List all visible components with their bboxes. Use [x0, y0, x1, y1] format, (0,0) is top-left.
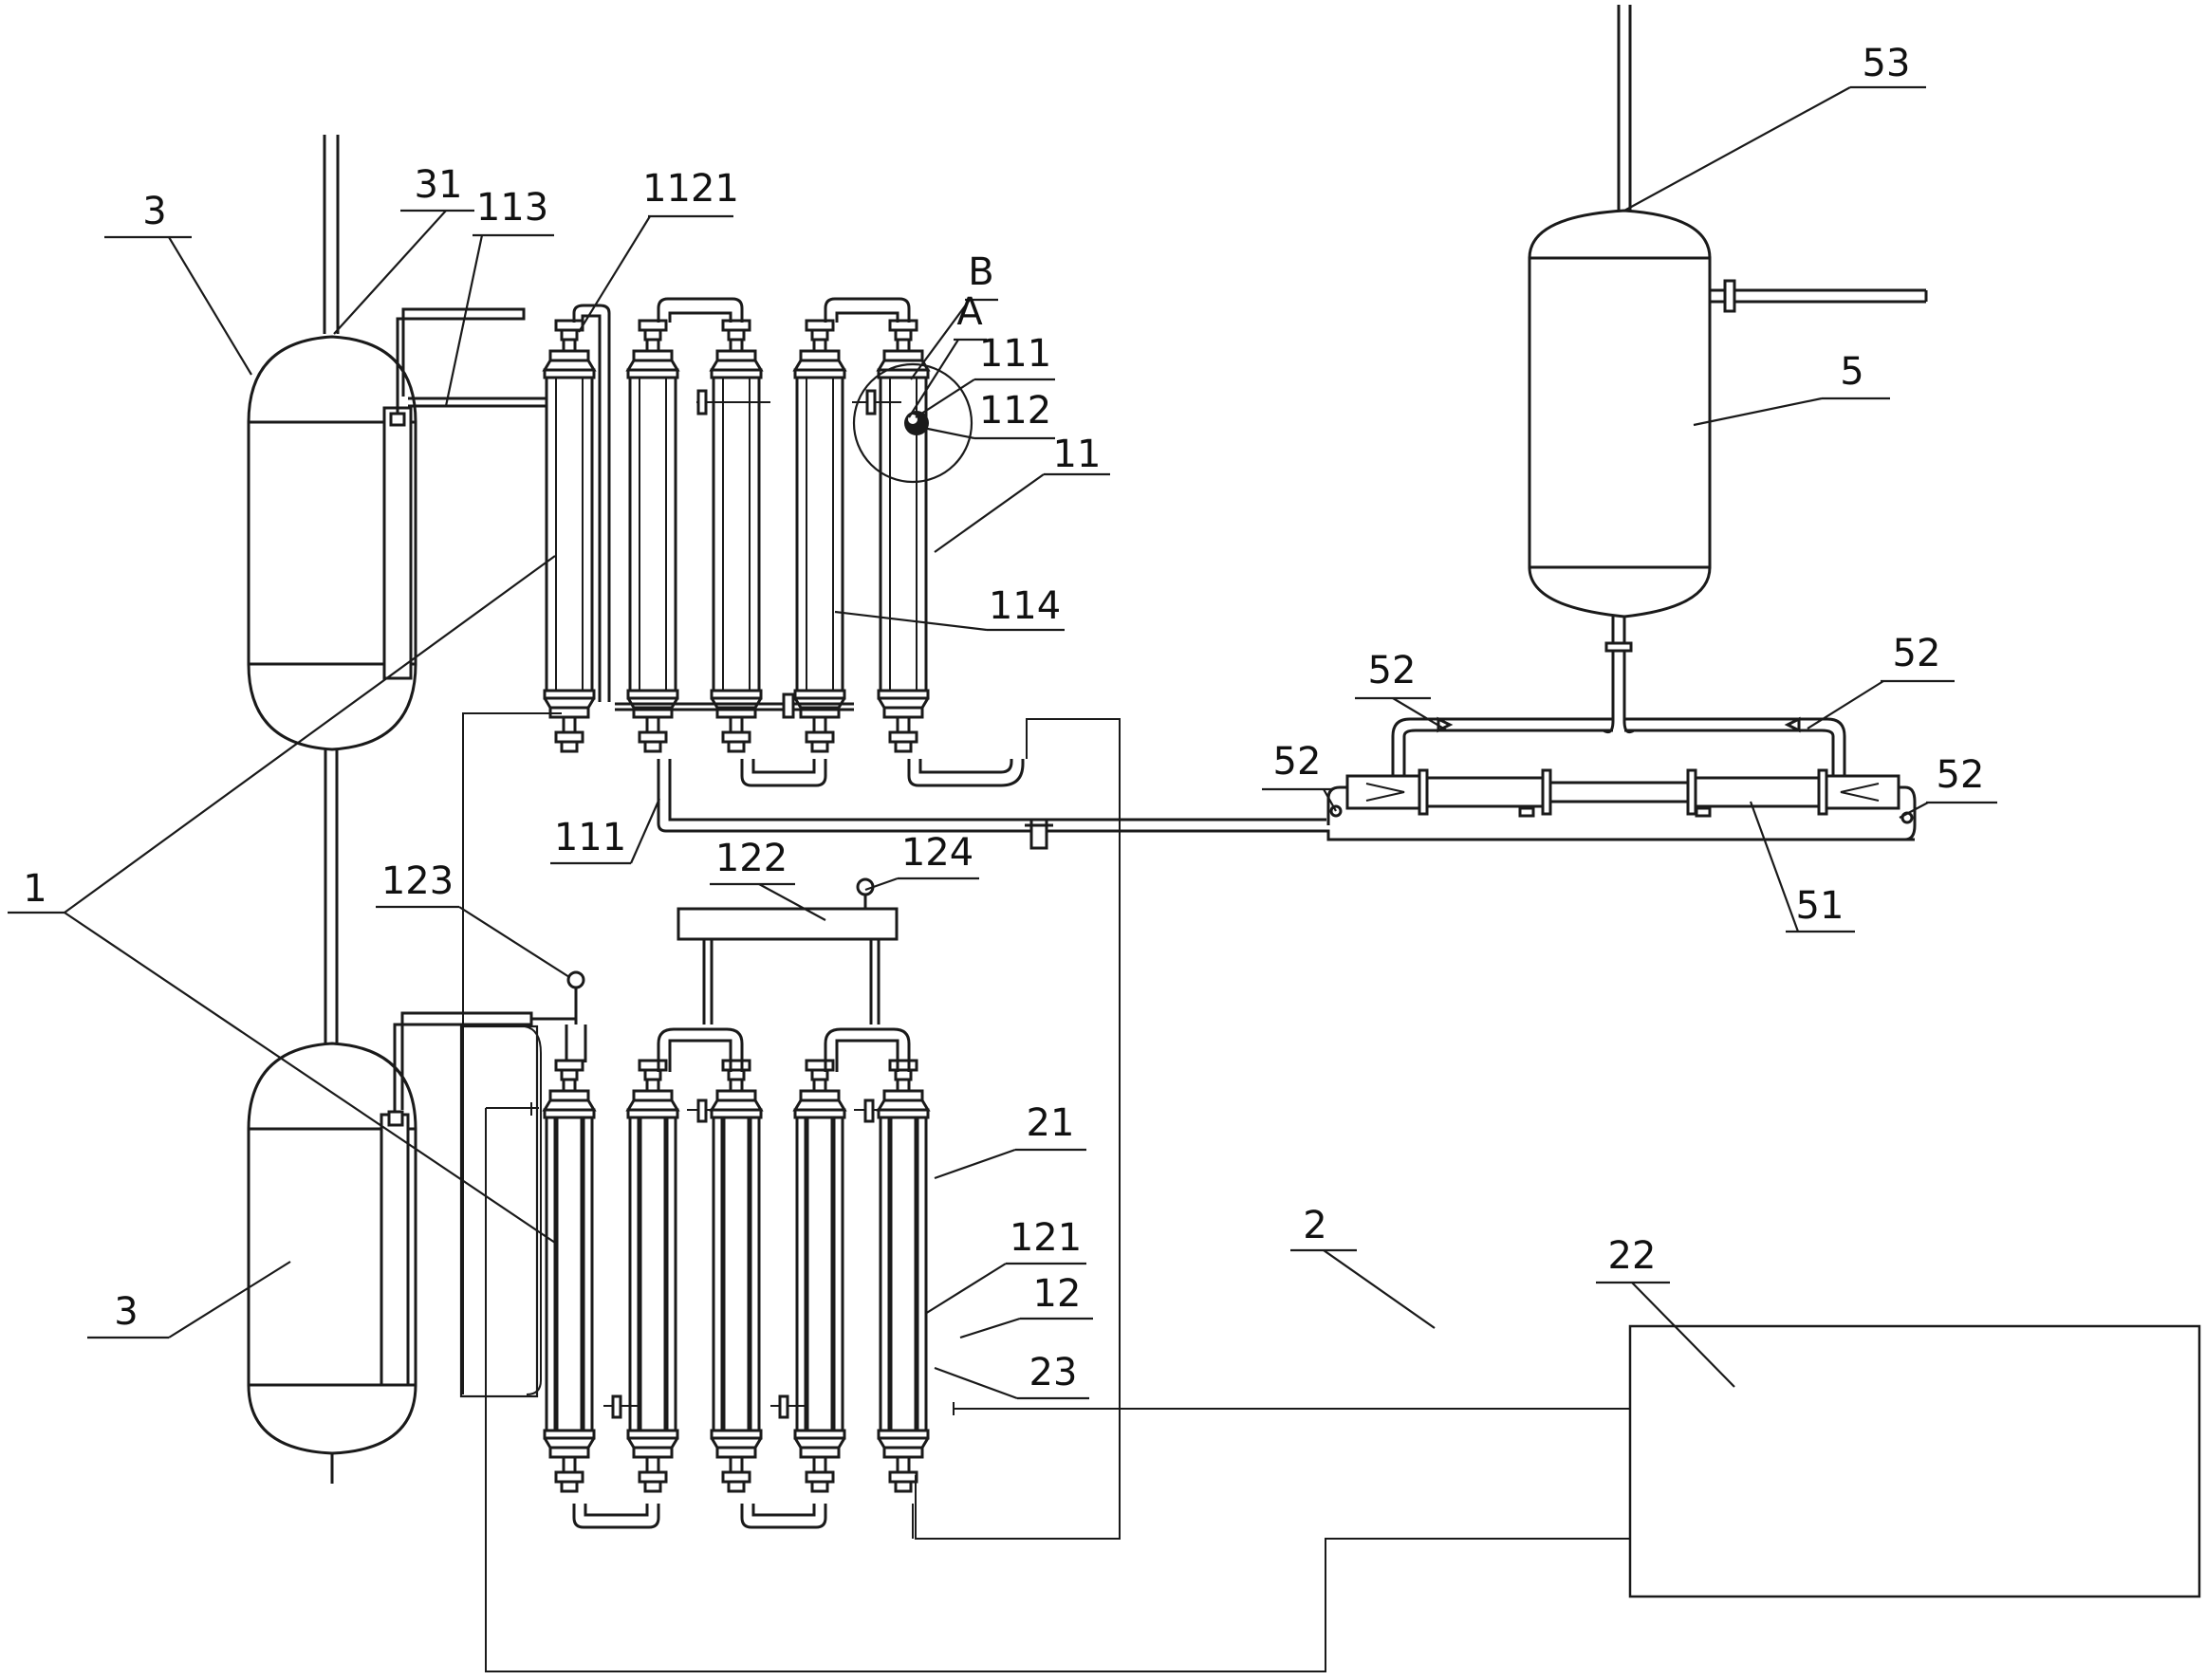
detail-circle-B	[852, 362, 973, 484]
label-valve-1121: 1121	[578, 167, 739, 333]
tank-5-body	[1528, 5, 1928, 721]
label-detail-B: B	[910, 250, 998, 380]
label-tank-3-top: 3	[104, 190, 252, 376]
lower-column-3	[709, 1059, 764, 1493]
label-pipe-53: 53	[1623, 42, 1926, 212]
label-sleeve-114-text: 114	[989, 584, 1061, 628]
label-gauge-123-text: 123	[381, 859, 454, 903]
label-valve-52-a-text: 52	[1368, 649, 1417, 692]
label-tank-3-top-text: 3	[142, 190, 166, 233]
gauge-123-dial	[566, 970, 585, 989]
label-controller-22-text: 22	[1608, 1234, 1657, 1278]
label-valve-1121-text: 1121	[642, 167, 739, 211]
label-gauge-124: 124	[864, 831, 979, 892]
label-header-122-text: 122	[715, 837, 788, 880]
label-column-12-text: 12	[1033, 1272, 1082, 1316]
label-pipe-113: 113	[444, 186, 554, 407]
lower-column-1	[542, 1059, 597, 1493]
controller-22-box	[1628, 1324, 2201, 1598]
label-column-12: 12	[959, 1272, 1093, 1339]
upper-column-2	[625, 319, 680, 753]
label-controller-22: 22	[1596, 1234, 1735, 1388]
label-system-1-text: 1	[23, 867, 46, 911]
label-valve-52-a: 52	[1355, 649, 1448, 731]
detail-A-part	[904, 411, 929, 435]
label-header-122: 122	[710, 837, 826, 921]
label-sleeve-114: 114	[834, 584, 1065, 632]
upper-column-3	[709, 319, 764, 753]
system-2-frame	[459, 712, 1630, 1672]
label-valve-52-b: 52	[1807, 632, 1955, 729]
label-tube-111-top-text: 111	[979, 332, 1051, 376]
lower-interconnects	[572, 1027, 914, 1539]
label-pipe-53-text: 53	[1863, 42, 1911, 85]
tank-lower-riser-pipe	[393, 970, 587, 1112]
upper-column-1	[542, 319, 597, 753]
label-tube-121-text: 121	[1010, 1216, 1082, 1260]
upper-column-5	[876, 319, 931, 753]
label-part-112-text: 112	[979, 389, 1051, 433]
label-system-1: 1	[8, 555, 556, 1244]
tank-3-upper	[247, 135, 417, 751]
label-pipe-113-text: 113	[476, 186, 548, 230]
label-valve-52-c: 52	[1262, 740, 1337, 812]
label-detail-A-text: A	[956, 290, 983, 334]
label-heater-23-text: 23	[1029, 1351, 1078, 1394]
label-jacket-21: 21	[934, 1101, 1086, 1180]
label-tank-3-bottom-text: 3	[114, 1290, 138, 1334]
label-valve-111-bottom-text: 111	[554, 816, 626, 859]
feed-line-to-column-51	[657, 759, 1917, 850]
label-jacket-21-text: 21	[1027, 1101, 1075, 1145]
label-column-11: 11	[934, 433, 1110, 553]
label-valve-111-bottom: 111	[550, 798, 661, 865]
label-valve-52-d: 52	[1899, 753, 1997, 819]
label-valve-52-d-text: 52	[1937, 753, 1985, 797]
label-system-2-text: 2	[1303, 1204, 1326, 1247]
label-gauge-124-text: 124	[901, 831, 973, 875]
label-gauge-123: 123	[376, 859, 570, 978]
label-tank-3-bottom: 3	[87, 1261, 291, 1339]
header-122-body	[677, 877, 899, 1025]
label-tube-111-top: 111	[915, 332, 1055, 418]
label-pipe-31: 31	[333, 163, 474, 335]
label-heater-23: 23	[934, 1351, 1089, 1400]
tank-3-lower	[247, 1042, 417, 1484]
column-51-body	[1326, 768, 1917, 841]
manifold-52	[1391, 716, 1846, 780]
label-detail-A: A	[908, 290, 987, 418]
tank-upper-outlet-pipe	[396, 307, 556, 408]
column-group-11	[542, 319, 931, 753]
label-column-11-text: 11	[1053, 433, 1102, 476]
label-tank-5: 5	[1693, 350, 1890, 427]
label-tank-5-text: 5	[1840, 350, 1863, 394]
lower-column-2	[625, 1059, 680, 1493]
label-system-2: 2	[1290, 1204, 1436, 1329]
lower-column-5	[876, 1059, 931, 1493]
label-valve-52-c-text: 52	[1273, 740, 1322, 784]
upper-interconnects	[572, 297, 1025, 787]
lower-column-4	[792, 1059, 847, 1493]
column-group-12	[542, 1059, 931, 1493]
label-valve-52-b-text: 52	[1893, 632, 1941, 675]
label-tube-121: 121	[924, 1216, 1086, 1315]
label-column-51: 51	[1749, 801, 1855, 933]
upper-column-4	[792, 319, 847, 753]
label-detail-B-text: B	[968, 250, 993, 294]
label-pipe-31-text: 31	[415, 163, 463, 207]
label-column-51-text: 51	[1796, 884, 1845, 928]
label-part-112: 112	[918, 389, 1055, 440]
